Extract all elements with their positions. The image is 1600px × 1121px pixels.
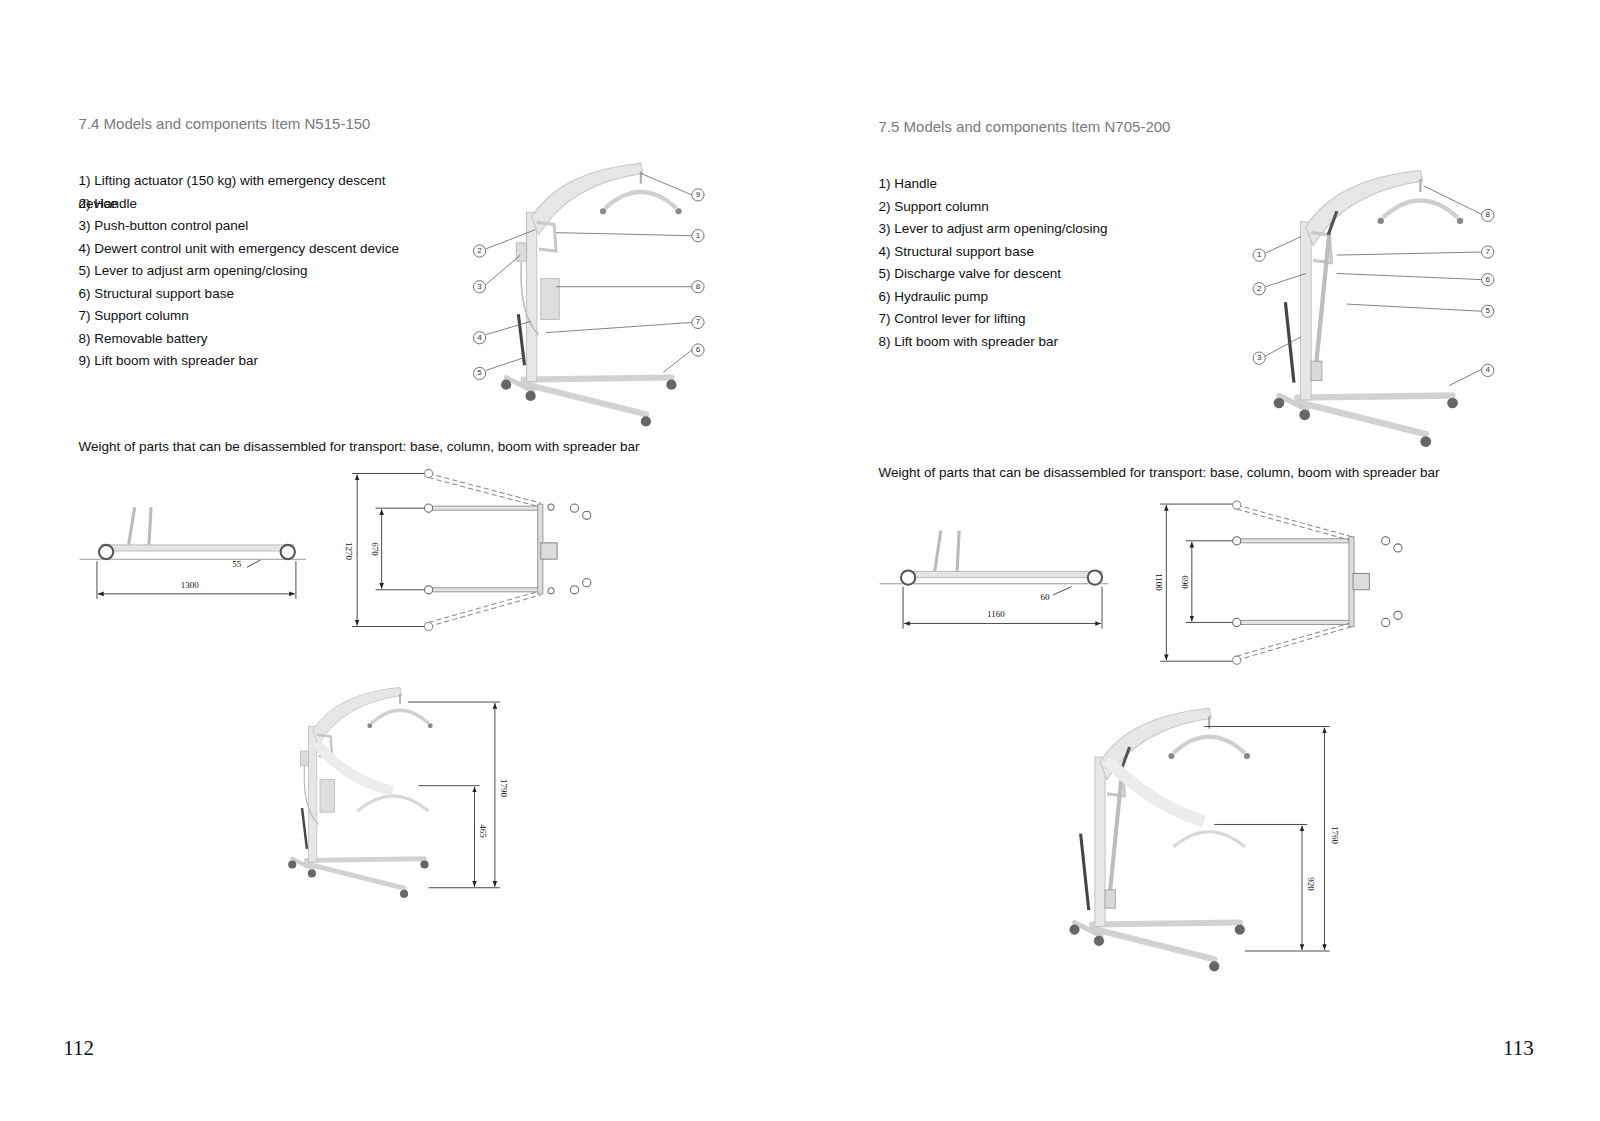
section-heading: 7.4 Models and components Item N515-150 — [79, 113, 371, 135]
callout-ring — [692, 344, 704, 356]
dimension: 465 — [477, 824, 486, 838]
dimension: 690 — [1179, 575, 1188, 589]
callout-number: 3 — [477, 283, 481, 291]
note-text: Weight of parts that can be disassembled… — [79, 436, 640, 458]
callout-ring — [473, 281, 485, 293]
callout-number: 1 — [696, 232, 700, 240]
callout-ring — [692, 189, 704, 201]
dimension: 670 — [370, 542, 379, 556]
callout-ring — [692, 230, 704, 242]
callout-number: 9 — [696, 191, 700, 199]
callout-number: 8 — [1486, 211, 1490, 219]
callout-number: 3 — [1257, 354, 1261, 362]
list-item: 1) Handle — [879, 173, 938, 195]
list-item: 6) Structural support base — [79, 283, 234, 305]
dimension: 1790 — [499, 779, 508, 797]
list-item: 4) Dewert control unit with emergency de… — [79, 238, 399, 260]
list-item: 7) Control lever for lifting — [879, 308, 1026, 330]
callout-ring — [1253, 352, 1265, 364]
callout-number: 1 — [1257, 251, 1261, 259]
dimension: 1160 — [987, 610, 1005, 619]
dimension: 55 — [232, 560, 241, 569]
callout-ring — [692, 281, 704, 293]
callout-number: 7 — [1486, 248, 1490, 256]
callout-ring — [1482, 364, 1494, 376]
page-number: 112 — [63, 1037, 94, 1059]
callout-ring — [1253, 249, 1265, 261]
list-item: 8) Lift boom with spreader bar — [879, 331, 1058, 353]
callout-number: 2 — [1257, 285, 1261, 293]
callout-number: 6 — [1486, 276, 1490, 284]
callout-ring — [1482, 209, 1494, 221]
list-item: 5) Discharge valve for descent — [879, 263, 1061, 285]
callout-ring — [473, 332, 485, 344]
callout-ring — [473, 367, 485, 379]
callout-number: 7 — [696, 318, 700, 326]
list-item: 8) Removable battery — [79, 328, 208, 350]
list-item: 7) Support column — [79, 305, 189, 327]
callout-ring — [1253, 283, 1265, 295]
callout-number: 4 — [1486, 366, 1490, 374]
list-item: 4) Structural support base — [879, 241, 1034, 263]
list-item: 3) Lever to adjust arm opening/closing — [879, 218, 1108, 240]
dimension: 1760 — [1329, 826, 1338, 844]
callout-number: 5 — [477, 369, 481, 377]
list-item: 2) Support column — [879, 196, 989, 218]
dimension: 1300 — [181, 580, 199, 589]
list-item: 9) Lift boom with spreader bar — [79, 350, 258, 372]
page-number: 113 — [1503, 1037, 1534, 1059]
callout-ring — [1482, 273, 1494, 285]
dimension: 1270 — [343, 542, 352, 560]
list-item: 6) Hydraulic pump — [879, 286, 989, 308]
dimension: 60 — [1040, 592, 1049, 601]
callout-number: 4 — [477, 334, 481, 342]
list-item: 5) Lever to adjust arm opening/closing — [79, 260, 308, 282]
list-item: 2) Handle — [79, 193, 138, 215]
callout-ring — [473, 245, 485, 257]
callout-number: 5 — [1486, 307, 1490, 315]
note-text: Weight of parts that can be disassembled… — [879, 462, 1440, 484]
callout-number: 2 — [477, 247, 481, 255]
callout-ring — [1482, 246, 1494, 258]
list-item: 3) Push-button control panel — [79, 215, 249, 237]
section-heading: 7.5 Models and components Item N705-200 — [879, 116, 1171, 138]
callout-ring — [1482, 305, 1494, 317]
callout-number: 6 — [696, 346, 700, 354]
callout-ring — [692, 316, 704, 328]
dimension: 1100 — [1154, 573, 1163, 591]
dimension: 920 — [1306, 877, 1315, 891]
callout-number: 8 — [696, 283, 700, 291]
